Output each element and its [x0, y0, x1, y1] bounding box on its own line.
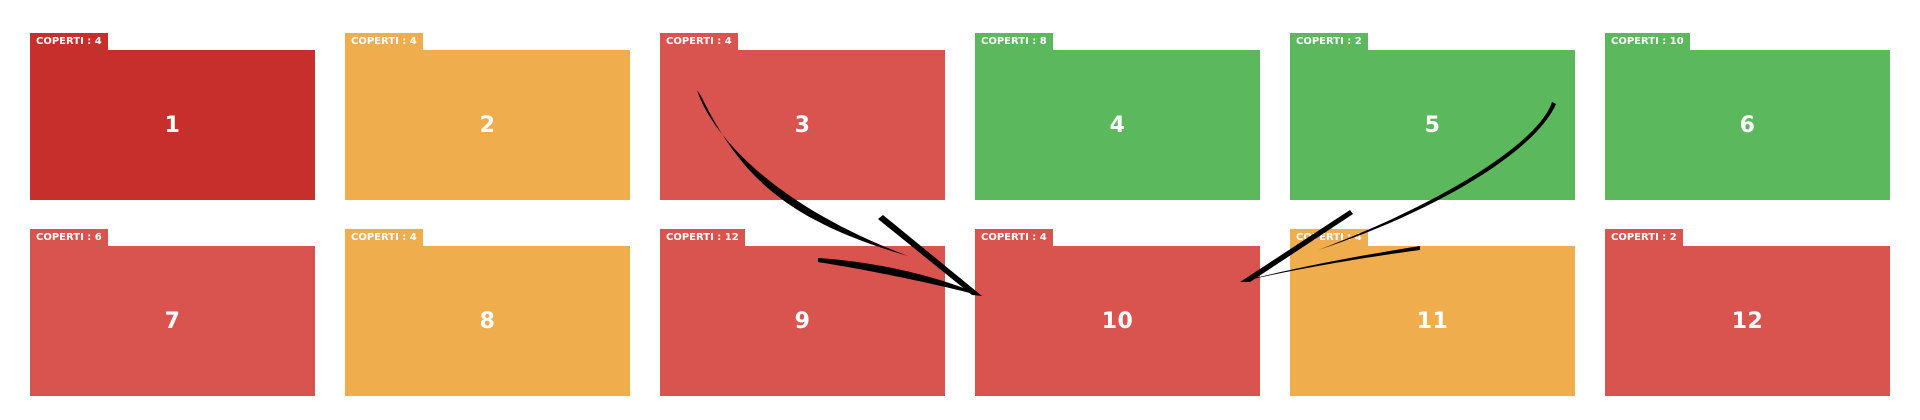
table-number: 10	[1101, 308, 1134, 334]
table-body[interactable]: 8	[345, 246, 630, 396]
table-body[interactable]: 10	[975, 246, 1260, 396]
table-number: 8	[479, 308, 496, 334]
table-number: 1	[164, 112, 181, 138]
covers-badge: COPERTI : 2	[1605, 229, 1683, 246]
covers-badge: COPERTI : 6	[30, 229, 108, 246]
covers-badge: COPERTI : 4	[345, 229, 423, 246]
table-body[interactable]: 6	[1605, 50, 1890, 200]
table-card-4[interactable]: COPERTI : 8 4	[975, 33, 1260, 208]
table-card-9[interactable]: COPERTI : 12 9	[660, 229, 945, 404]
table-card-2[interactable]: COPERTI : 4 2	[345, 33, 630, 208]
covers-badge: COPERTI : 2	[1290, 33, 1368, 50]
covers-badge: COPERTI : 12	[660, 229, 745, 246]
table-card-5[interactable]: COPERTI : 2 5	[1290, 33, 1575, 208]
table-body[interactable]: 7	[30, 246, 315, 396]
table-number: 4	[1109, 112, 1126, 138]
table-number: 12	[1731, 308, 1764, 334]
table-body[interactable]: 12	[1605, 246, 1890, 396]
table-number: 11	[1416, 308, 1449, 334]
table-number: 9	[794, 308, 811, 334]
table-card-12[interactable]: COPERTI : 2 12	[1605, 229, 1890, 404]
covers-badge: COPERTI : 8	[975, 33, 1053, 50]
table-card-11[interactable]: COPERTI : 4 11	[1290, 229, 1575, 404]
table-number: 3	[794, 112, 811, 138]
table-body[interactable]: 1	[30, 50, 315, 200]
covers-badge: COPERTI : 4	[345, 33, 423, 50]
table-number: 7	[164, 308, 181, 334]
table-card-3[interactable]: COPERTI : 4 3	[660, 33, 945, 208]
covers-badge: COPERTI : 4	[975, 229, 1053, 246]
table-card-6[interactable]: COPERTI : 10 6	[1605, 33, 1890, 208]
table-number: 6	[1739, 112, 1756, 138]
table-card-10[interactable]: COPERTI : 4 10	[975, 229, 1260, 404]
table-body[interactable]: 4	[975, 50, 1260, 200]
table-card-7[interactable]: COPERTI : 6 7	[30, 229, 315, 404]
table-body[interactable]: 2	[345, 50, 630, 200]
table-body[interactable]: 9	[660, 246, 945, 396]
table-number: 5	[1424, 112, 1441, 138]
covers-badge: COPERTI : 10	[1605, 33, 1690, 50]
table-body[interactable]: 11	[1290, 246, 1575, 396]
covers-badge: COPERTI : 4	[1290, 229, 1368, 246]
table-body[interactable]: 5	[1290, 50, 1575, 200]
table-number: 2	[479, 112, 496, 138]
tables-grid: COPERTI : 4 1 COPERTI : 4 2 COPERTI : 4 …	[30, 33, 1890, 404]
table-card-8[interactable]: COPERTI : 4 8	[345, 229, 630, 404]
table-body[interactable]: 3	[660, 50, 945, 200]
covers-badge: COPERTI : 4	[30, 33, 108, 50]
covers-badge: COPERTI : 4	[660, 33, 738, 50]
table-card-1[interactable]: COPERTI : 4 1	[30, 33, 315, 208]
